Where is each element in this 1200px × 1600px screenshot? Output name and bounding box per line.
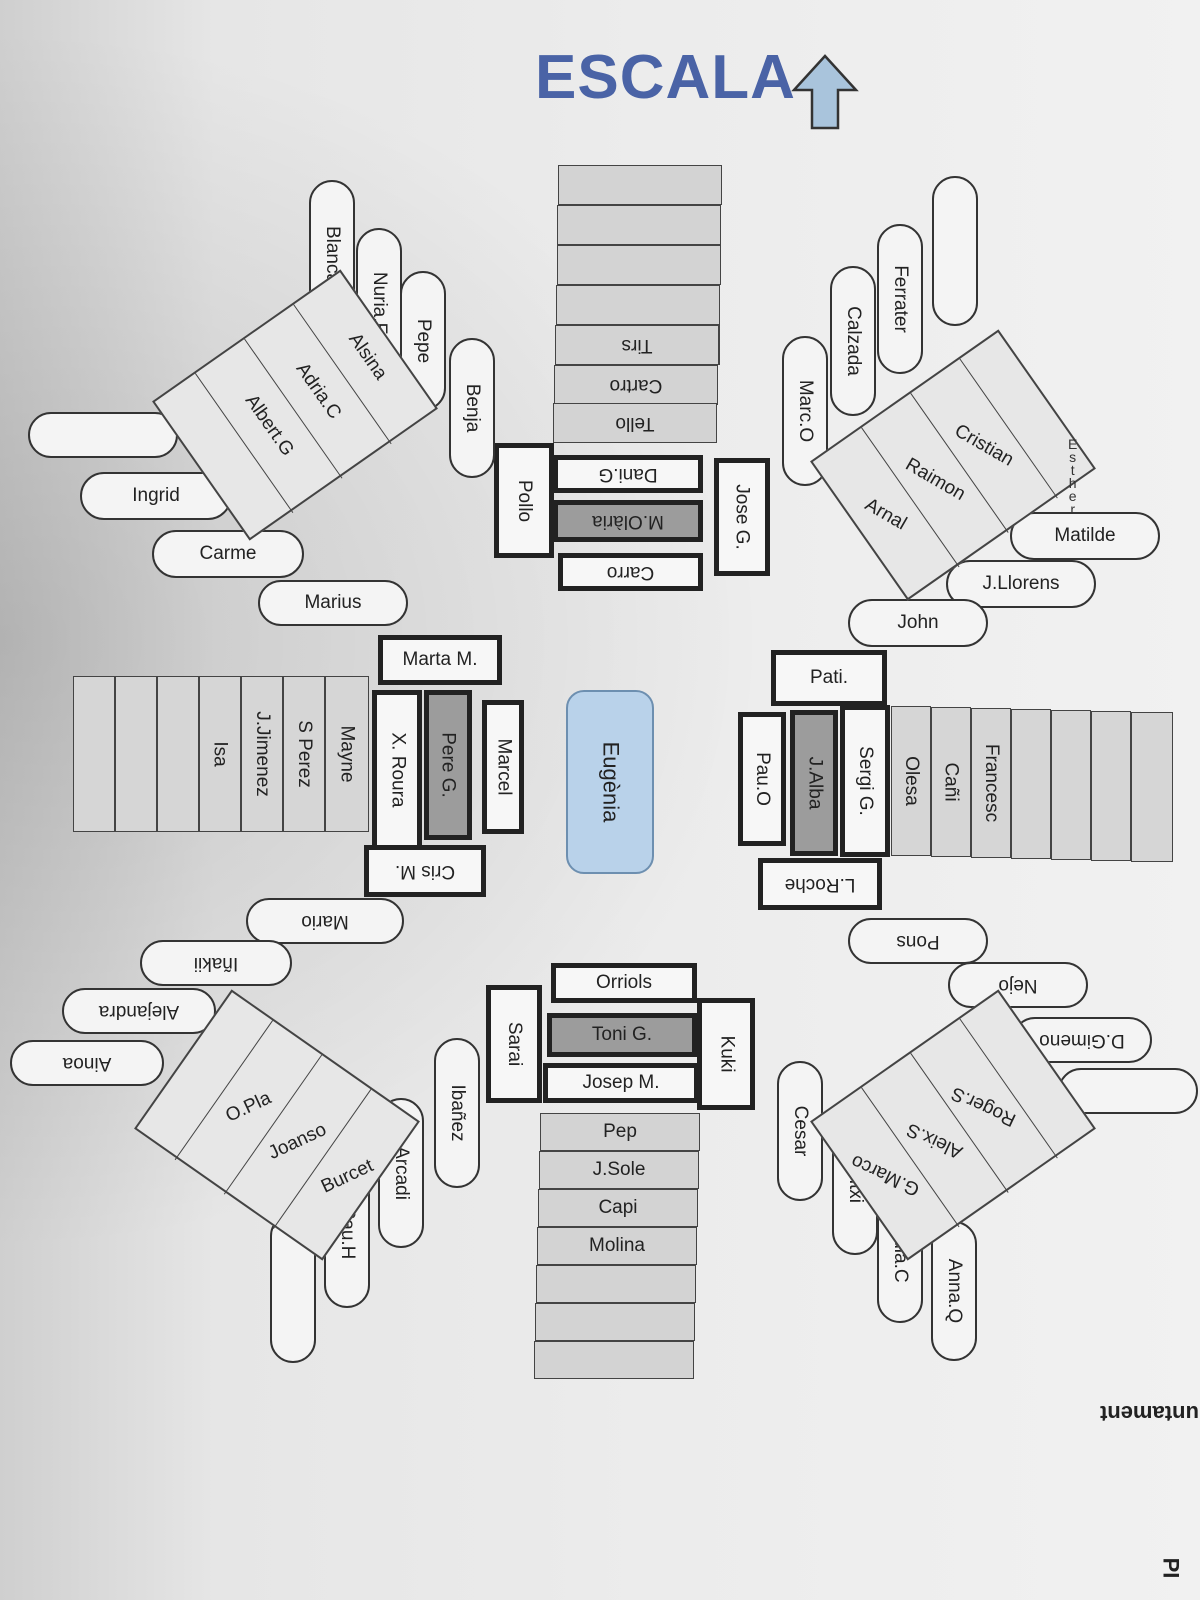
center-name: Eugènia xyxy=(598,741,623,823)
tag: Cris M. xyxy=(364,845,486,897)
seat-pill: Pons xyxy=(848,918,988,964)
left-cell xyxy=(73,676,115,832)
tag: Marcel xyxy=(482,700,524,834)
tag: Marta M. xyxy=(378,635,502,685)
tag: Pau.O xyxy=(738,712,786,846)
seat-pill: John xyxy=(848,599,988,647)
right-cell xyxy=(1091,711,1131,861)
top-cell xyxy=(558,165,722,205)
top-cell xyxy=(556,285,720,325)
top-cell xyxy=(557,205,721,245)
seat-pill: Ainoa xyxy=(10,1040,164,1086)
left-cell: Isa xyxy=(199,676,241,832)
tag: Pati. xyxy=(771,650,887,706)
tag: Josep M. xyxy=(543,1063,699,1103)
left-cell: J.Jimenez xyxy=(241,676,283,832)
center-desk: Eugènia xyxy=(566,690,654,874)
left-cell xyxy=(115,676,157,832)
top-cell: Cartro xyxy=(554,365,718,405)
tag: Sarai xyxy=(486,985,542,1103)
edge-text-bottom: PI xyxy=(1158,1557,1184,1579)
bottom-cell xyxy=(534,1341,694,1379)
page-title: ESCALA xyxy=(535,43,796,112)
tag: Carro xyxy=(558,553,703,591)
left-cell: S Perez xyxy=(283,676,325,832)
seat-pill: Benja xyxy=(449,338,495,478)
right-cell xyxy=(1011,709,1051,859)
seat-pill: Ferrater xyxy=(877,224,923,374)
seat-pill: Alejandra xyxy=(62,988,216,1034)
seat-pill: Calzada xyxy=(830,266,876,416)
tag: Toni G. xyxy=(547,1013,697,1057)
seat-pill: Mario xyxy=(246,898,404,944)
tag: Orriols xyxy=(551,963,697,1003)
tag: Jose G. xyxy=(714,458,770,576)
top-cell xyxy=(557,245,721,285)
arrow-up-icon xyxy=(791,54,859,130)
seat-pill: Anna.Q xyxy=(931,1221,977,1361)
seat-pill: Nejo xyxy=(948,962,1088,1008)
tag: M.Olària xyxy=(553,500,703,542)
seat-pill: Carme xyxy=(152,530,304,578)
top-cell: Tirs xyxy=(555,325,719,365)
seat-pill xyxy=(28,412,178,458)
esther-label: E s t h e r xyxy=(1068,436,1078,517)
right-cell: Olesa xyxy=(891,706,931,856)
tag: Dani.G xyxy=(553,455,703,493)
bottom-cell: J.Sole xyxy=(539,1151,699,1189)
bottom-cell: Pep xyxy=(540,1113,700,1151)
top-cell: Tello xyxy=(553,403,717,443)
right-cell: Cañi xyxy=(931,707,971,857)
tag: Kuki xyxy=(697,998,755,1110)
right-cell xyxy=(1051,710,1091,860)
tag: Pere G. xyxy=(424,690,472,840)
tag: X. Roura xyxy=(372,690,422,850)
bottom-cell: Molina xyxy=(537,1227,697,1265)
right-cell xyxy=(1131,712,1173,862)
seat-pill xyxy=(932,176,978,326)
left-cell xyxy=(157,676,199,832)
tag: L.Roche xyxy=(758,858,882,910)
seat-pill: Matilde xyxy=(1010,512,1160,560)
tag: Pollo xyxy=(494,443,554,558)
tag: J.Alba xyxy=(790,710,838,856)
left-cell: Mayne xyxy=(325,676,369,832)
bottom-cell xyxy=(536,1265,696,1303)
bottom-cell xyxy=(535,1303,695,1341)
seat-pill: Iñakii xyxy=(140,940,292,986)
bottom-cell: Capi xyxy=(538,1189,698,1227)
tag: Sergi G. xyxy=(840,705,890,857)
edge-text-right: Ajuntament xyxy=(1100,1401,1200,1426)
right-cell: Francesc xyxy=(971,708,1011,858)
seat-pill: Marius xyxy=(258,580,408,626)
seat-pill: Ibañez xyxy=(434,1038,480,1188)
